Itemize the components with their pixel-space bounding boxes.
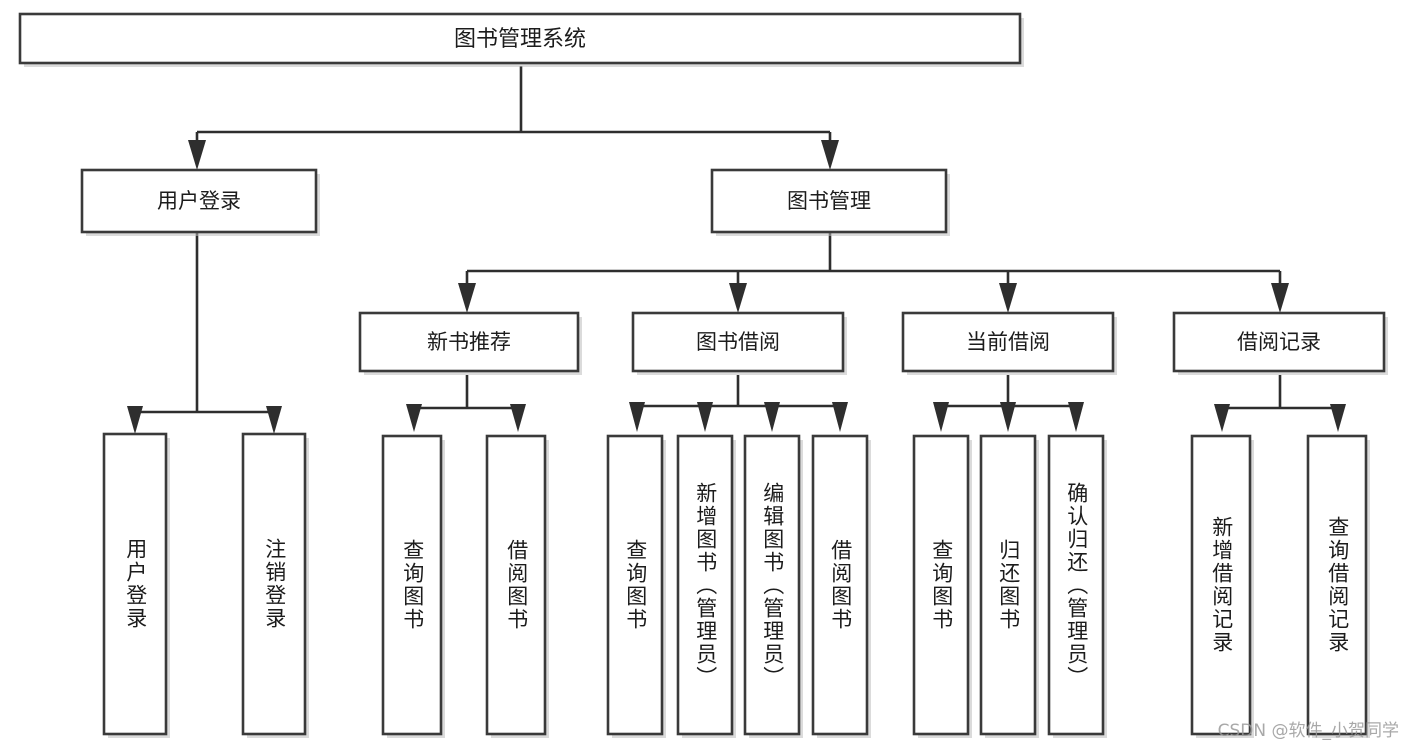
- borrow-record-rect: [1172, 311, 1386, 373]
- leaf-current-borrow-2-rect: [979, 434, 1037, 736]
- arrow-head-newbook-leaf-1: [406, 404, 422, 432]
- leaf-book-borrow-2-rect: [676, 434, 734, 736]
- connector-group: [127, 66, 1346, 434]
- leaf-node-user-login-2[interactable]: [241, 432, 309, 738]
- leaf-book-borrow-1-rect: [606, 434, 664, 736]
- root-label: 图书管理系统: [454, 27, 586, 52]
- arrow-head-leaf-logout: [266, 406, 282, 434]
- arrow-head-borrowrecord-leaf-1: [1214, 404, 1230, 432]
- leaf-borrow-record-2-rect: [1306, 434, 1368, 736]
- arrow-head-bookborrow-leaf-1: [629, 402, 645, 432]
- leaf-borrow-record-1-rect: [1190, 434, 1252, 736]
- leaf-node-borrow-record-2[interactable]: [1306, 434, 1370, 738]
- leaf-node-book-borrow-3[interactable]: [743, 434, 803, 738]
- leaf-book-borrow-3-rect: [743, 434, 801, 736]
- arrow-head-new-book-recommend: [458, 283, 476, 313]
- leaf-node-current-borrow-3[interactable]: [1047, 434, 1107, 738]
- book-management-rect: [710, 168, 948, 234]
- node-book-management[interactable]: 图书管理: [710, 168, 950, 236]
- node-current-borrow[interactable]: 当前借阅: [901, 311, 1117, 375]
- node-new-book-recommend[interactable]: 新书推荐: [358, 311, 582, 375]
- node-book-borrow[interactable]: 图书借阅: [631, 311, 847, 375]
- arrow-head-currentborrow-leaf-2: [1000, 402, 1016, 432]
- arrow-head-current-borrow: [999, 283, 1017, 313]
- arrow-head-bookborrow-leaf-3: [764, 402, 780, 432]
- arrow-head-borrowrecord-leaf-2: [1330, 404, 1346, 432]
- root-rect: [18, 12, 1022, 65]
- arrow-head-borrow-record: [1271, 283, 1289, 313]
- node-root[interactable]: 图书管理系统: [18, 12, 1024, 67]
- leaf-user-login-2-rect: [241, 432, 307, 736]
- book-management-label: 图书管理: [787, 189, 871, 213]
- leaf-node-borrow-record-1[interactable]: [1190, 434, 1254, 738]
- arrow-head-book-borrow: [729, 283, 747, 313]
- node-borrow-record[interactable]: 借阅记录: [1172, 311, 1388, 375]
- arrow-head-currentborrow-leaf-1: [933, 402, 949, 432]
- leaf-node-new-book-1[interactable]: [381, 434, 445, 738]
- leaf-new-book-1-rect: [381, 434, 443, 736]
- leaf-node-book-borrow-4[interactable]: [811, 434, 871, 738]
- user-login-label: 用户登录: [157, 189, 241, 213]
- current-borrow-label: 当前借阅: [966, 330, 1050, 354]
- leaf-node-current-borrow-2[interactable]: [979, 434, 1039, 738]
- current-borrow-rect: [901, 311, 1115, 373]
- arrow-head-newbook-leaf-2: [510, 404, 526, 432]
- node-user-login[interactable]: 用户登录: [80, 168, 320, 236]
- book-borrow-rect: [631, 311, 845, 373]
- book-borrow-label: 图书借阅: [696, 330, 780, 354]
- leaf-current-borrow-1-rect: [912, 434, 970, 736]
- arrow-head-user-login: [188, 140, 206, 170]
- leaf-node-new-book-2[interactable]: [485, 434, 549, 738]
- leaf-new-book-2-rect: [485, 434, 547, 736]
- leaf-user-login-1-rect: [102, 432, 168, 736]
- leaf-book-borrow-4-rect: [811, 434, 869, 736]
- leaf-node-user-login-1[interactable]: [102, 432, 170, 738]
- arrow-head-bookborrow-leaf-2: [697, 402, 713, 432]
- user-login-rect: [80, 168, 318, 234]
- new-book-recommend-rect: [358, 311, 580, 373]
- arrow-head-book-mgmt: [821, 140, 839, 170]
- arrow-head-leaf-user-login: [127, 406, 143, 434]
- arrow-head-currentborrow-leaf-3: [1068, 402, 1084, 432]
- leaf-node-current-borrow-1[interactable]: [912, 434, 972, 738]
- leaf-current-borrow-3-rect: [1047, 434, 1105, 736]
- leaf-node-book-borrow-1[interactable]: [606, 434, 666, 738]
- new-book-recommend-label: 新书推荐: [427, 330, 511, 354]
- borrow-record-label: 借阅记录: [1237, 330, 1321, 354]
- leaf-node-book-borrow-2[interactable]: [676, 434, 736, 738]
- arrow-head-bookborrow-leaf-4: [832, 402, 848, 432]
